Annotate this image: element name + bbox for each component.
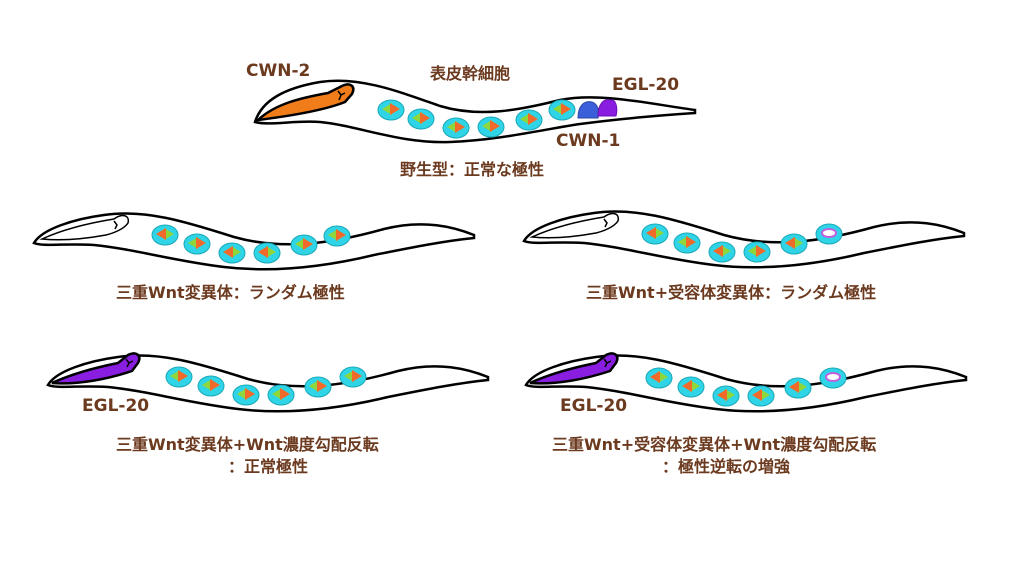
label-cwn1: CWN-1 xyxy=(556,131,620,151)
cell xyxy=(267,384,295,406)
pharynx-icon xyxy=(337,90,346,101)
cwn2-region xyxy=(254,83,355,122)
cell xyxy=(673,232,701,254)
cell xyxy=(377,99,405,121)
label-cwn2: CWN-2 xyxy=(246,61,310,81)
cell xyxy=(442,117,470,139)
egl20-region xyxy=(51,352,141,385)
label-stem-cell: 表皮幹細胞 xyxy=(429,64,510,83)
cell xyxy=(323,225,351,247)
caption-triple-wnt-receptor-reversed-2: ：極性逆転の増強 xyxy=(662,457,790,476)
cell-no-polarity xyxy=(819,367,847,389)
cell xyxy=(677,376,705,398)
cell xyxy=(743,241,771,263)
cell xyxy=(232,384,260,406)
caption-triple-wnt-receptor: 三重Wnt+受容体変異体：ランダム極性 xyxy=(586,283,876,302)
pharynx-icon xyxy=(125,358,134,368)
worm-body xyxy=(522,210,966,269)
cell xyxy=(515,109,543,131)
caption-triple-wnt-reversed-1: 三重Wnt変異体+Wnt濃度勾配反転 xyxy=(116,435,379,454)
cell xyxy=(780,233,808,255)
pharynx-outline xyxy=(529,212,620,239)
pharynx-icon xyxy=(603,218,608,228)
cell xyxy=(407,108,435,130)
cell xyxy=(641,223,669,245)
cell xyxy=(304,376,332,398)
pharynx-icon xyxy=(603,358,612,368)
caption-triple-wnt-receptor-reversed-1: 三重Wnt+受容体変異体+Wnt濃度勾配反転 xyxy=(552,435,876,454)
worm-body xyxy=(524,354,968,413)
egl20-region xyxy=(597,99,618,117)
cell xyxy=(712,385,740,407)
cell xyxy=(218,242,246,264)
label-egl20-right: EGL-20 xyxy=(560,396,627,416)
cell xyxy=(784,377,812,399)
caption-triple-wnt-reversed-2: ：正常極性 xyxy=(228,457,308,476)
worm-wild-type xyxy=(253,79,697,144)
cell xyxy=(290,234,318,256)
worm-body xyxy=(32,212,476,271)
cell xyxy=(183,233,211,255)
cell xyxy=(339,366,367,388)
pharynx-outline xyxy=(39,214,130,241)
cell xyxy=(708,241,736,263)
cell xyxy=(197,375,225,397)
cell xyxy=(477,116,505,138)
worm-triple-wnt-receptor xyxy=(522,210,966,269)
worm-triple-wnt-receptor-reversed xyxy=(524,352,968,413)
worm-triple-wnt-reversed xyxy=(46,352,490,413)
caption-triple-wnt: 三重Wnt変異体：ランダム極性 xyxy=(116,283,345,302)
cell xyxy=(253,242,281,264)
label-egl20: EGL-20 xyxy=(612,75,679,95)
worm-body xyxy=(253,79,697,144)
pharynx-icon xyxy=(113,220,118,230)
worm-triple-wnt xyxy=(32,212,476,271)
cell-no-polarity xyxy=(815,223,843,245)
cell xyxy=(548,99,576,121)
cell xyxy=(151,224,179,246)
egl20-region xyxy=(529,352,619,385)
cell xyxy=(165,366,193,388)
label-egl20-left: EGL-20 xyxy=(82,396,149,416)
cell xyxy=(747,385,775,407)
worm-body xyxy=(46,354,490,413)
cell xyxy=(645,367,673,389)
caption-wild-type: 野生型：正常な極性 xyxy=(400,160,544,179)
